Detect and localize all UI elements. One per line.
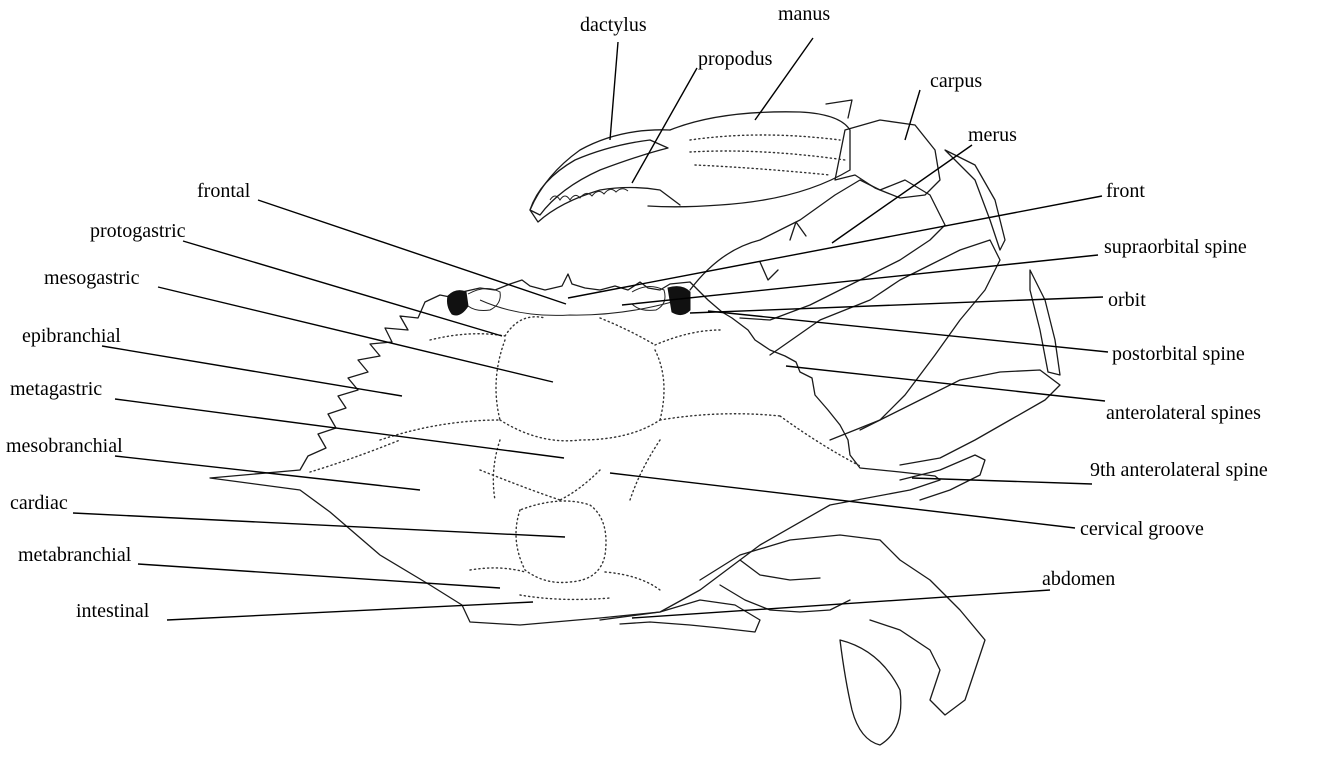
label-mesogastric: mesogastric — [44, 267, 140, 289]
label-mesobranchial: mesobranchial — [6, 435, 123, 457]
leader-intestinal — [167, 602, 533, 620]
cheliped-dactylus — [530, 140, 668, 215]
label-merus: merus — [968, 124, 1017, 146]
leader-mesobranchial — [115, 456, 420, 490]
label-orbit: orbit — [1108, 289, 1146, 311]
label-carpus: carpus — [930, 70, 982, 92]
label-supraorbital-spine: supraorbital spine — [1104, 236, 1247, 258]
label-9th-anterolateral-spine: 9th anterolateral spine — [1090, 459, 1268, 481]
label-epibranchial: epibranchial — [22, 325, 121, 347]
leader-postorbital-spine — [708, 311, 1108, 352]
manus-ridges — [690, 135, 845, 175]
leader-cardiac — [73, 513, 565, 537]
label-frontal: frontal — [197, 180, 251, 202]
leader-metabranchial — [138, 564, 500, 588]
leader-protogastric — [183, 241, 502, 336]
leader-lines — [73, 38, 1108, 620]
label-abdomen: abdomen — [1042, 568, 1115, 590]
cardiac-region-grooves — [310, 440, 660, 590]
carapace-outline — [210, 274, 940, 625]
leader-merus — [832, 145, 972, 243]
leader-frontal — [258, 200, 566, 304]
label-anterolateral-spines: anterolateral spines — [1106, 402, 1261, 424]
label-intestinal: intestinal — [76, 600, 150, 622]
leader-orbit — [690, 297, 1103, 313]
leader-mesogastric — [158, 287, 553, 382]
claw-teeth — [550, 189, 628, 200]
walking-leg-2-dactyl — [1030, 270, 1060, 375]
label-metabranchial: metabranchial — [18, 544, 132, 566]
right-eye — [668, 287, 690, 315]
leader-carpus — [905, 90, 920, 140]
cheliped-spines — [760, 222, 806, 280]
label-cardiac: cardiac — [10, 492, 68, 514]
left-eyestalk — [468, 288, 500, 310]
carpus-spine — [826, 100, 852, 118]
label-protogastric: protogastric — [90, 220, 186, 242]
label-propodus: propodus — [698, 48, 773, 70]
leader-abdomen — [632, 590, 1050, 618]
label-cervical-groove: cervical groove — [1080, 518, 1204, 540]
leader-metagastric — [115, 399, 564, 458]
left-eye — [448, 291, 469, 315]
label-postorbital-spine: postorbital spine — [1112, 343, 1245, 365]
leader-propodus — [632, 68, 697, 183]
label-front: front — [1106, 180, 1145, 202]
leader-supraorbital-spine — [622, 255, 1098, 305]
leader-epibranchial — [102, 346, 402, 396]
cheliped-manus — [648, 112, 850, 207]
label-manus: manus — [778, 3, 830, 25]
swimming-leg-paddle — [840, 640, 901, 745]
walking-leg-2 — [830, 370, 1060, 465]
label-metagastric: metagastric — [10, 378, 102, 400]
label-dactylus: dactylus — [580, 14, 647, 36]
leader-dactylus — [610, 42, 618, 140]
walking-leg-1-dactyl — [945, 150, 1005, 250]
crab-illustration — [210, 100, 1060, 745]
labels: dactylus manus propodus carpus merus fro… — [6, 3, 1268, 622]
intestinal-region-groove — [520, 595, 610, 599]
